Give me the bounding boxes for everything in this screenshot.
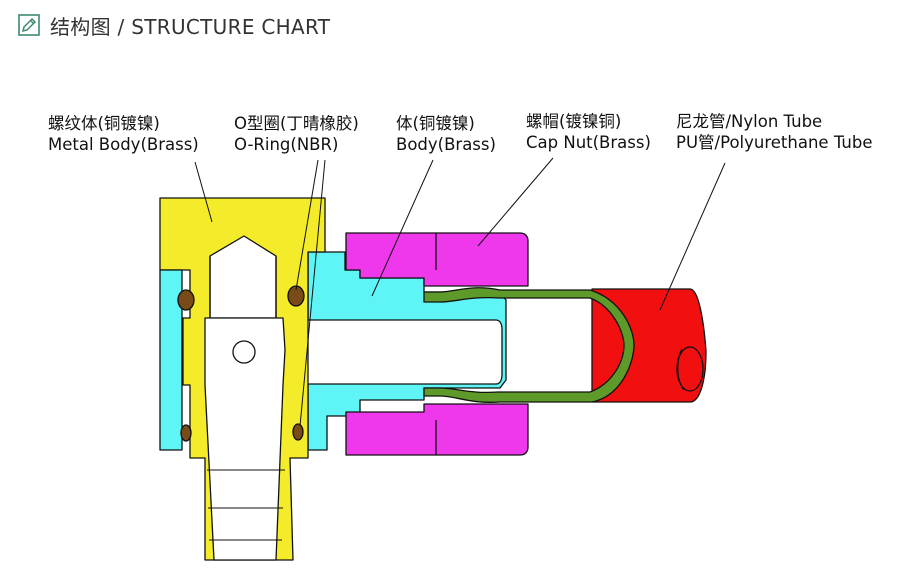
oring-label-en: O-Ring(NBR): [234, 135, 339, 154]
o-rings: [177, 285, 305, 442]
capnut-label: 螺帽(镀镍铜) Cap Nut(Brass): [526, 111, 651, 153]
capnut-label-en: Cap Nut(Brass): [526, 133, 651, 152]
tube-label-line2: PU管/Polyurethane Tube: [676, 133, 873, 152]
capnut-label-cn: 螺帽(镀镍铜): [526, 112, 622, 131]
oring-label-cn: O型圈(丁晴橡胶): [234, 114, 359, 133]
body-label: 体(铜镀镍) Body(Brass): [396, 113, 496, 155]
leader-lines: [194, 157, 726, 427]
tube-label-line1: 尼龙管/Nylon Tube: [676, 112, 823, 131]
pencil-square-icon: [18, 14, 40, 36]
tube-label: 尼龙管/Nylon Tube PU管/Polyurethane Tube: [676, 111, 872, 153]
insert: [423, 287, 635, 403]
left-sleeve: [159, 269, 183, 451]
page-title: 结构图 / STRUCTURE CHART: [50, 14, 331, 39]
body-label-cn: 体(铜镀镍): [396, 114, 475, 133]
body: [299, 251, 507, 451]
oring-label: O型圈(丁晴橡胶) O-Ring(NBR): [234, 113, 359, 155]
header: 结构图 / STRUCTURE CHART: [18, 10, 330, 40]
metal-body-label-cn: 螺纹体(铜镀镍): [48, 114, 160, 133]
metal-body-label-en: Metal Body(Brass): [48, 135, 199, 154]
body-label-en: Body(Brass): [396, 135, 496, 154]
metal-body-label: 螺纹体(铜镀镍) Metal Body(Brass): [48, 113, 199, 155]
cap-nut: [345, 232, 529, 456]
metal-body: [159, 197, 326, 561]
